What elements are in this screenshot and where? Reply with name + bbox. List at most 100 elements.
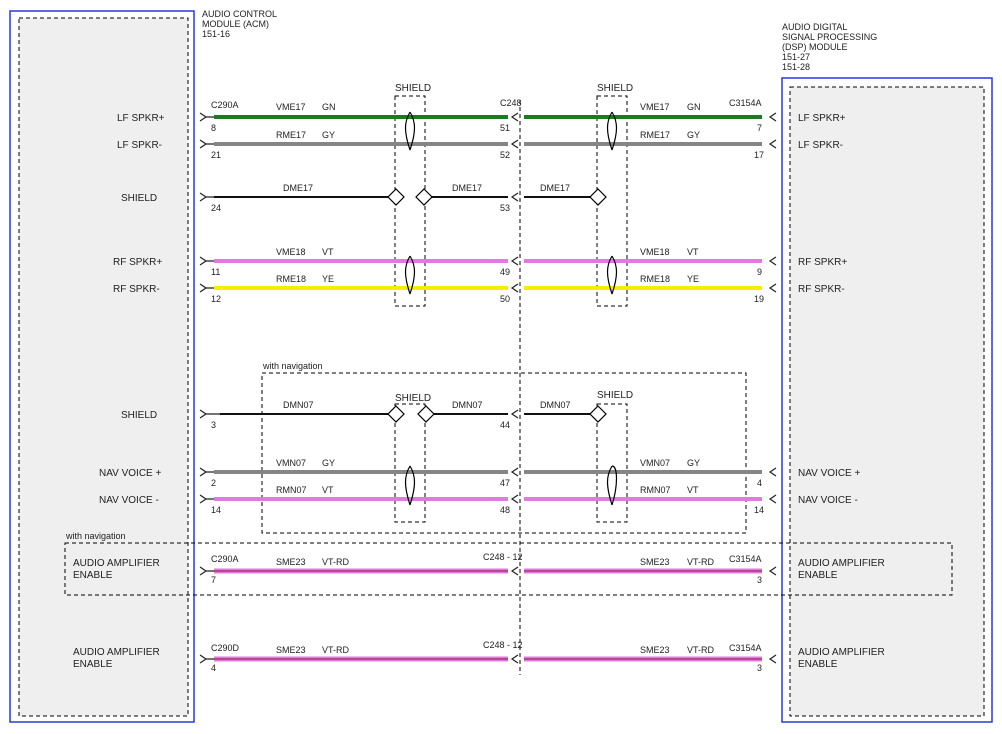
twisted-pair-icon-1: [404, 111, 416, 151]
wire-color-code: GY: [322, 458, 335, 468]
inline-connector-icon: [510, 139, 519, 149]
svg-text:with navigation: with navigation: [65, 531, 126, 541]
pin-number: 12: [211, 294, 221, 304]
circuit-id: DME17: [540, 183, 570, 193]
shield-diamond-icon-1: [387, 188, 405, 206]
pin-number: 14: [211, 505, 221, 515]
pin-arrow-icon: [768, 283, 777, 293]
wire-color-code: VT-RD: [687, 557, 715, 567]
inline-connector-icon: [510, 494, 519, 504]
acm-pin-label: AUDIO AMPLIFIER: [73, 558, 160, 569]
connector-c248: C248 - 12: [483, 640, 523, 650]
dsp-pin-label: ENABLE: [798, 570, 838, 581]
acm-pin-label: RF SPKR-: [113, 284, 160, 295]
pin-number: 19: [754, 294, 764, 304]
twisted-pair-icon-2: [606, 111, 618, 151]
acm-pin-label: SHIELD: [121, 410, 157, 421]
pin-number: 3: [211, 420, 216, 430]
dsp-pin-label: RF SPKR-: [798, 284, 845, 295]
pin-number: 53: [500, 203, 510, 213]
acm-pin-label: AUDIO AMPLIFIER: [73, 647, 160, 658]
wire-color-code: YE: [687, 274, 699, 284]
inline-connector-icon: [510, 112, 519, 122]
acm-pin-label: ENABLE: [73, 659, 113, 670]
acm-pin-label: ENABLE: [73, 570, 113, 581]
svg-text:AUDIO DIGITAL: AUDIO DIGITAL: [782, 22, 847, 32]
pin-arrow-icon: [768, 494, 777, 504]
circuit-id: RME17: [640, 130, 670, 140]
wire-color-code: GN: [322, 102, 336, 112]
circuit-id: VMN07: [640, 458, 670, 468]
pin-arrow-icon: [199, 566, 214, 576]
wire-color-code: VT: [687, 485, 699, 495]
pin-arrow-icon: [768, 566, 777, 576]
circuit-id: SME23: [640, 557, 670, 567]
amp-nav-group-box: [64, 542, 953, 596]
dsp-pin-label: NAV VOICE +: [798, 468, 860, 479]
svg-text:(DSP) MODULE: (DSP) MODULE: [782, 42, 848, 52]
connector-c3154a: C3154A: [729, 554, 762, 564]
wire-color-code: VT-RD: [322, 645, 350, 655]
dsp-pin-label: AUDIO AMPLIFIER: [798, 647, 885, 658]
acm-pin-label: LF SPKR-: [117, 140, 162, 151]
pin-arrow-icon: [199, 283, 214, 293]
pin-number: 2: [211, 478, 216, 488]
pin-number: 24: [211, 203, 221, 213]
svg-text:AUDIO CONTROL: AUDIO CONTROL: [202, 9, 277, 19]
shield-diamond-icon-6: [589, 405, 607, 423]
circuit-id: VME18: [640, 247, 670, 257]
circuit-id: VME17: [640, 102, 670, 112]
pin-arrow-icon: [199, 409, 220, 419]
svg-text:MODULE (ACM): MODULE (ACM): [202, 19, 269, 29]
connector-c290d: C290D: [211, 643, 240, 653]
circuit-id: RMN07: [640, 485, 671, 495]
shield-diamond-icon-3: [589, 188, 607, 206]
pin-number: 11: [211, 267, 220, 277]
acm-pin-label: NAV VOICE -: [99, 495, 159, 506]
pin-number: 3: [757, 575, 762, 585]
pin-arrow-icon: [199, 467, 214, 477]
shield-box-4: [596, 403, 628, 523]
pin-number: 52: [500, 150, 510, 160]
circuit-id: VMN07: [276, 458, 306, 468]
pin-number: 44: [500, 420, 510, 430]
shield-label-3: SHIELD: [395, 393, 431, 404]
wire-color-code: YE: [322, 274, 334, 284]
svg-text:SHIELD: SHIELD: [395, 83, 431, 94]
with-navigation-label-1: with navigation: [262, 361, 323, 371]
wire-color-code: GY: [687, 130, 700, 140]
pin-arrow-icon: [199, 139, 214, 149]
pin-number: 48: [500, 505, 510, 515]
pin-arrow-icon: [199, 494, 214, 504]
connector-c248: C248: [500, 98, 522, 108]
dsp-module-title: AUDIO DIGITAL SIGNAL PROCESSING (DSP) MO…: [782, 22, 877, 72]
svg-text:SHIELD: SHIELD: [597, 83, 633, 94]
pin-number: 21: [211, 150, 221, 160]
svg-text:SHIELD: SHIELD: [395, 393, 431, 404]
inline-connector-icon: [510, 566, 519, 576]
shield-diamond-icon-2: [415, 188, 433, 206]
inline-connector-icon: [510, 283, 519, 293]
dsp-pin-label: AUDIO AMPLIFIER: [798, 558, 885, 569]
twisted-pair-icon-6: [606, 465, 618, 506]
circuit-id: DMN07: [283, 400, 314, 410]
inline-connector-icon: [510, 654, 519, 664]
pin-number: 8: [211, 123, 216, 133]
circuit-id: RME17: [276, 130, 306, 140]
wire-color-code: VT: [322, 247, 334, 257]
pin-arrow-icon: [768, 256, 777, 266]
inline-connector-icon: [510, 467, 519, 477]
dsp-module: [781, 77, 993, 723]
pin-number: 14: [754, 505, 764, 515]
dsp-pin-label: RF SPKR+: [798, 257, 847, 268]
svg-text:151-16: 151-16: [202, 29, 230, 39]
wire-color-code: VT-RD: [322, 557, 350, 567]
pin-number: 4: [211, 663, 216, 673]
circuit-id: SME23: [276, 645, 306, 655]
twisted-pair-icon-4: [606, 255, 618, 295]
with-navigation-label-2: with navigation: [65, 531, 126, 541]
pin-number: 9: [757, 267, 762, 277]
dsp-pin-label: NAV VOICE -: [798, 495, 858, 506]
pin-arrow-icon: [199, 192, 214, 202]
dsp-pin-label: LF SPKR-: [798, 140, 843, 151]
